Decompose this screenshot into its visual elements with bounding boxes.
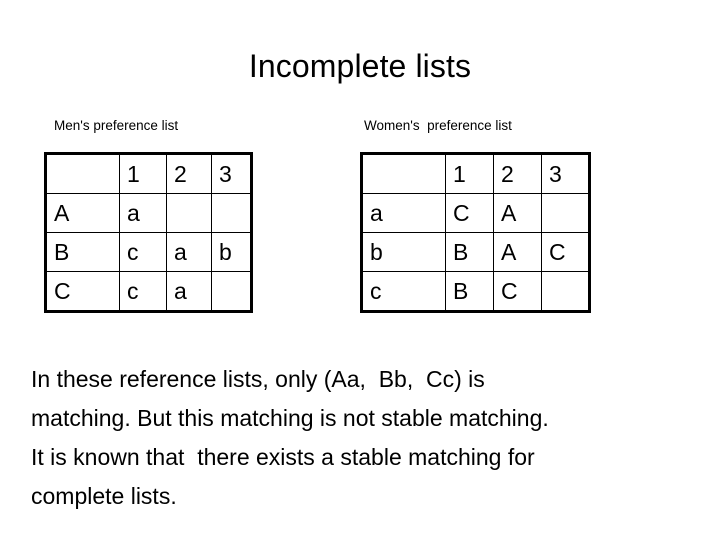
corner-cell [45, 153, 120, 194]
table-cell: B [445, 232, 494, 272]
table-cell [541, 193, 590, 233]
mens-preference-caption: Men's preference list [54, 118, 179, 133]
table-header-row: 1 2 3 [361, 153, 590, 194]
row-label: b [361, 232, 446, 272]
body-line-3: It is known that there exists a stable m… [31, 444, 535, 470]
column-header-1: 1 [445, 153, 494, 194]
table-cell: c [119, 271, 167, 312]
table-cell: a [166, 271, 212, 312]
body-paragraph: In these reference lists, only (Aa, Bb, … [31, 360, 699, 516]
table-cell: C [445, 193, 494, 233]
table-cell [211, 271, 252, 312]
table-cell: c [119, 232, 167, 272]
table-row: b B A C [361, 232, 590, 272]
table-cell [211, 193, 252, 233]
table-cell: A [493, 232, 542, 272]
row-label: a [361, 193, 446, 233]
table-cell: A [493, 193, 542, 233]
column-header-2: 2 [493, 153, 542, 194]
body-line-1: In these reference lists, only (Aa, Bb, … [31, 366, 485, 392]
column-header-2: 2 [166, 153, 212, 194]
row-label: c [361, 271, 446, 312]
table-cell: b [211, 232, 252, 272]
table-header-row: 1 2 3 [45, 153, 252, 194]
body-line-4: complete lists. [31, 483, 177, 509]
column-header-3: 3 [541, 153, 590, 194]
page-title: Incomplete lists [248, 48, 472, 84]
body-line-2: matching. But this matching is not stabl… [31, 405, 549, 431]
corner-cell [361, 153, 446, 194]
table-cell [166, 193, 212, 233]
row-label: C [45, 271, 120, 312]
table-cell: a [166, 232, 212, 272]
column-header-3: 3 [211, 153, 252, 194]
table-cell: B [445, 271, 494, 312]
column-header-1: 1 [119, 153, 167, 194]
womens-preference-caption: Women's preference list [364, 118, 512, 133]
table-cell: C [493, 271, 542, 312]
row-label: A [45, 193, 120, 233]
table-row: a C A [361, 193, 590, 233]
table-cell [541, 271, 590, 312]
table-row: A a [45, 193, 252, 233]
table-cell: C [541, 232, 590, 272]
row-label: B [45, 232, 120, 272]
womens-preference-table: 1 2 3 a C A b B A C c B [360, 152, 591, 313]
mens-preference-table: 1 2 3 A a B c a b C c [44, 152, 253, 313]
table-row: C c a [45, 271, 252, 312]
table-row: B c a b [45, 232, 252, 272]
table-cell: a [119, 193, 167, 233]
table-row: c B C [361, 271, 590, 312]
